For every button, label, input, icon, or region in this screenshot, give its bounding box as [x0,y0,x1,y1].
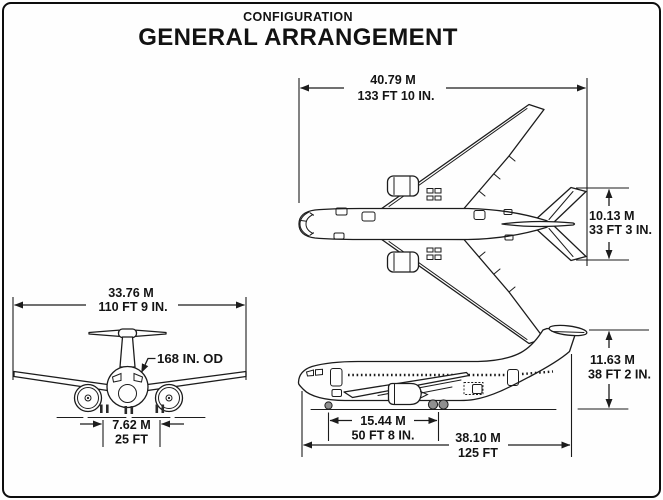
dim-wheelbase-metric: 15.44 M [360,414,406,428]
top-view-fin [501,220,576,228]
title-block: CONFIGURATION GENERAL ARRANGEMENT [138,10,458,51]
side-view-fuselage-details [305,368,554,397]
dim-tail-span: 10.13 M 33 FT 3 IN. [576,187,652,261]
front-view-fuselage [106,365,149,409]
side-view-tailplane [548,324,588,337]
dim-height: 11.63 M 38 FT 2 IN. [588,329,651,408]
dim-length-imperial: 125 FT [458,446,498,460]
side-view-engine-nacelle [387,382,429,406]
top-view-cockpit [299,211,314,237]
side-view: 11.63 M 38 FT 2 IN. 15.44 M 50 FT 8 IN. … [297,324,651,460]
front-view: 33.76 M 110 FT 9 IN. 168 IN. OD 7.62 M 2… [12,286,247,447]
dim-length: 38.10 M 125 FT [301,354,573,460]
dim-overall-length-imperial: 133 FT 10 IN. [358,89,435,103]
dim-gear-track-metric: 7.62 M [112,418,151,432]
front-view-tail [88,328,167,368]
dim-gear-track-imperial: 25 FT [115,433,148,447]
callout-fuselage-diameter: 168 IN. OD [140,351,223,373]
dim-wheelbase: 15.44 M 50 FT 8 IN. [327,412,440,443]
front-view-landing-gear [56,404,206,418]
title-kicker: CONFIGURATION [243,10,353,24]
top-view-engine-nacelles [386,175,420,273]
dim-tail-span-metric: 10.13 M [589,209,635,223]
side-view-fuselage [297,327,577,402]
dim-wing-span-imperial: 110 FT 9 IN. [98,300,167,314]
dim-height-metric: 11.63 M [590,353,635,367]
side-view-landing-gear [310,399,629,410]
top-view-tailplane [533,186,587,262]
dim-length-metric: 38.10 M [455,431,501,445]
dim-gear-track: 7.62 M 25 FT [80,418,184,447]
dim-wing-span-metric: 33.76 M [108,286,154,300]
dim-height-imperial: 38 FT 2 IN. [588,368,651,382]
dim-tail-span-imperial: 33 FT 3 IN. [589,223,652,237]
top-view: 40.79 M 133 FT 10 IN. 10.13 M 33 FT 3 IN… [298,73,652,345]
dim-wheelbase-imperial: 50 FT 8 IN. [352,429,415,443]
dim-overall-length-metric: 40.79 M [370,73,416,87]
dim-wing-span: 33.76 M 110 FT 9 IN. [12,286,247,380]
top-view-doors [333,207,514,241]
fuselage-diameter-label: 168 IN. OD [157,351,223,366]
dim-overall-length: 40.79 M 133 FT 10 IN. [298,73,588,266]
page-title: GENERAL ARRANGEMENT [138,24,458,51]
